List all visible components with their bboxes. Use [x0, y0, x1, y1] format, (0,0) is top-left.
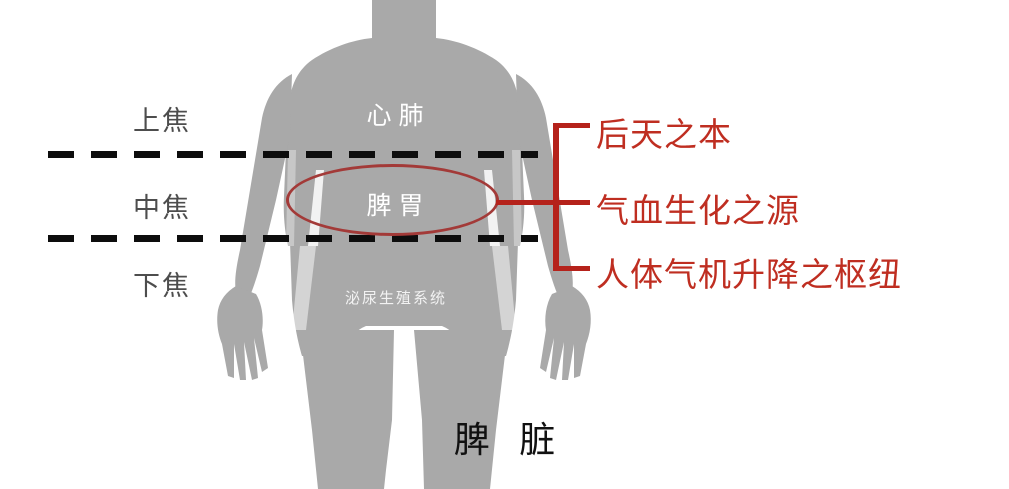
- annotation-line-1: 后天之本: [596, 115, 732, 154]
- label-upper-jiao: 上焦: [133, 106, 191, 137]
- left-hand-shape: [217, 286, 268, 380]
- lower-divider-line: [48, 235, 538, 242]
- bracket-connector-line: [496, 200, 558, 205]
- bracket-arm-middle: [553, 200, 590, 205]
- upper-divider-line: [48, 151, 538, 158]
- annotation-line-3: 人体气机升降之枢纽: [596, 255, 902, 294]
- jaw-shape: [374, 0, 434, 16]
- diagram-caption: 脾 脏: [453, 420, 565, 461]
- label-lower-jiao: 下焦: [133, 271, 191, 302]
- leg-gap-right: [492, 246, 516, 330]
- right-leg-shape: [414, 330, 508, 489]
- label-urogenital-system: 泌尿生殖系统: [344, 289, 447, 307]
- bracket-arm-bottom: [553, 266, 590, 271]
- left-leg-shape: [300, 330, 394, 489]
- bracket-spine: [553, 123, 559, 271]
- bracket-arm-top: [553, 123, 590, 128]
- label-middle-jiao: 中焦: [133, 193, 191, 224]
- right-hand-shape: [540, 286, 591, 380]
- left-arm-shape: [235, 74, 292, 300]
- spleen-stomach-highlight-ellipse: [286, 164, 499, 236]
- crotch-notch: [394, 330, 414, 392]
- pelvis-shape: [290, 242, 518, 356]
- annotation-line-2: 气血生化之源: [596, 191, 800, 230]
- label-heart-lung: 心肺: [366, 101, 431, 130]
- arm-torso-gap-right: [512, 150, 522, 246]
- leg-gap-left: [292, 246, 316, 330]
